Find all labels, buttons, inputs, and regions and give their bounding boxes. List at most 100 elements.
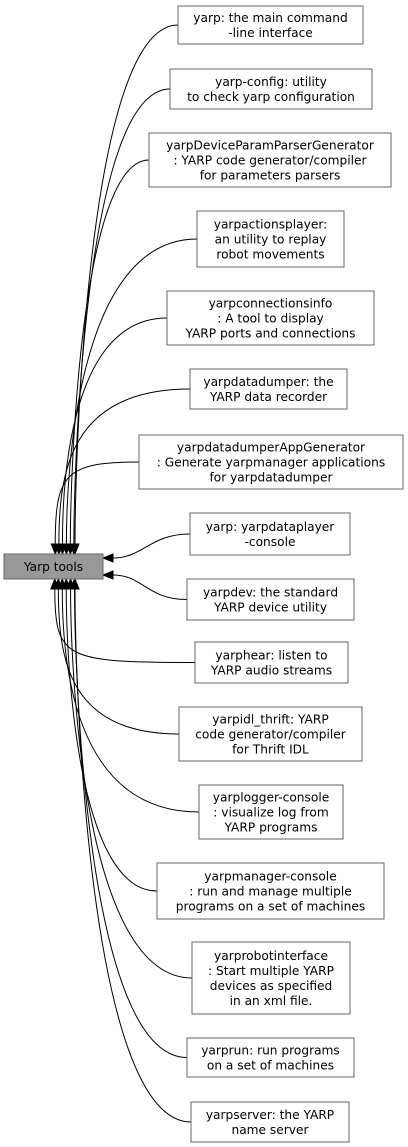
edge-line (74, 588, 188, 1058)
child-node-label-line: YARP programs (224, 821, 318, 835)
child-node-label-line: YARP audio streams (210, 664, 332, 678)
child-node-label-line: on a set of machines (207, 1059, 334, 1073)
child-node-label-line: an utility to replay (215, 233, 327, 247)
edge-2 (65, 159, 150, 556)
child-node-label-line: yarp-config: utility (215, 75, 327, 89)
child-node[interactable]: yarpdatadumperAppGenerator: Generate yar… (138, 434, 404, 490)
child-node-box (186, 578, 355, 621)
child-node[interactable]: yarpDeviceParamParserGenerator: YARP cod… (148, 132, 392, 188)
child-node[interactable]: yarpactionsplayer:an utility to replayro… (196, 210, 345, 268)
child-node-label-line: in an xml file. (230, 994, 313, 1008)
edge-line (65, 588, 158, 892)
child-node-box (166, 290, 375, 346)
child-node-label-line: yarpserver: the YARP (206, 1108, 334, 1122)
edge-line (74, 588, 192, 1123)
arrowhead (101, 570, 114, 580)
child-node-label-line: : YARP code generator/compiler (173, 154, 367, 168)
child-node-label-line: for yarpdatadumper (209, 471, 333, 485)
edge-line (73, 88, 171, 545)
child-node-label-line: for parameters parsers (200, 169, 341, 183)
child-node-label-line: for Thrift IDL (232, 743, 309, 757)
child-node-box (189, 368, 348, 410)
edge-12 (61, 577, 158, 892)
child-node-label-line: : Start multiple YARP (208, 964, 334, 978)
child-node-label-line: to check yarp configuration (187, 90, 355, 104)
child-node-label-line: yarp: yarpdataplayer (206, 520, 336, 534)
arrowhead (101, 553, 114, 563)
edge-line (74, 24, 179, 545)
root-node-yarp-tools[interactable]: Yarp tools (3, 553, 104, 580)
root-node-yarp-tools-label-line: Yarp tools (23, 560, 83, 574)
child-node-box (177, 5, 364, 45)
child-node-box (186, 1037, 355, 1078)
edge-11 (57, 577, 200, 813)
child-node-box (148, 132, 392, 188)
child-node-label-line: yarpidl_thrift: YARP (212, 713, 328, 727)
edge-line (54, 461, 140, 545)
child-node-label-line: YARP device utility (213, 601, 327, 615)
child-node-label-line: : A tool to display (217, 312, 324, 326)
child-node-label-line: yarpdev: the standard (203, 586, 338, 600)
edge-8 (101, 570, 188, 600)
child-node-box (194, 641, 349, 684)
child-node-label-line: programs on a set of machines (176, 900, 366, 914)
child-node[interactable]: yarprobotinterface: Start multiple YARPd… (191, 941, 351, 1015)
child-node-box (191, 941, 351, 1015)
nodes: Yarp tools yarp: the main command-line in… (3, 5, 404, 1143)
arrowhead (70, 577, 80, 590)
root-node-yarp-tools-box (3, 553, 104, 580)
child-node-label-line: yarpmanager-console (204, 870, 336, 884)
child-node-box (189, 512, 351, 556)
edge-line (69, 159, 150, 545)
child-node[interactable]: yarp: the main command-line interface (177, 5, 364, 45)
child-node-label-line: yarpactionsplayer: (214, 218, 328, 232)
edge-line (112, 574, 188, 600)
child-node-label-line: : Generate yarpmanager applications (157, 456, 385, 470)
edge-line (65, 238, 198, 545)
edge-6 (50, 461, 140, 556)
child-node-box (156, 862, 385, 920)
child-node-label-line: -console (245, 535, 296, 549)
child-node-label-line: yarprun: run programs (201, 1044, 340, 1058)
child-node-label-line: yarpdatadumper: the (203, 375, 333, 389)
child-node-label-line: YARP ports and connections (184, 327, 355, 341)
edge-line (58, 388, 191, 545)
child-node-label-line: robot movements (216, 248, 324, 262)
child-node[interactable]: yarpmanager-console: run and manage mult… (156, 862, 385, 920)
child-node-box (196, 210, 345, 268)
child-node[interactable]: yarp: yarpdataplayer-console (189, 512, 351, 556)
child-node-label-line: : visualize log from (213, 806, 328, 820)
child-node-box (190, 1101, 350, 1143)
child-node[interactable]: yarpconnectionsinfo: A tool to displayYA… (166, 290, 375, 346)
child-node-label-line: yarprobotinterface (214, 949, 328, 963)
child-node-label-line: yarp: the main command (193, 11, 347, 25)
edge-line (61, 588, 200, 813)
child-node-label-line: yarpdatadumperAppGenerator (177, 441, 366, 455)
child-node-box (138, 434, 404, 490)
child-node[interactable]: yarplogger-console: visualize log fromYA… (198, 784, 344, 840)
arrowhead (50, 543, 60, 556)
edges (50, 24, 200, 1123)
child-node-box (178, 706, 363, 762)
child-node-box (169, 68, 373, 110)
edge-line (70, 588, 193, 979)
child-node-label-line: yarpDeviceParamParserGenerator (166, 139, 375, 153)
child-node-label-line: code generator/compiler (195, 728, 347, 742)
edge-line (112, 533, 191, 559)
edge-3 (61, 238, 198, 556)
child-node-label-line: YARP data recorder (209, 390, 328, 404)
child-node-label-line: -line interface (228, 26, 313, 40)
edge-line (61, 317, 168, 545)
edge-15 (70, 577, 192, 1123)
child-node-label-line: devices as specified (210, 979, 333, 993)
child-node-box (198, 784, 344, 840)
child-node-label-line: name server (231, 1123, 309, 1137)
